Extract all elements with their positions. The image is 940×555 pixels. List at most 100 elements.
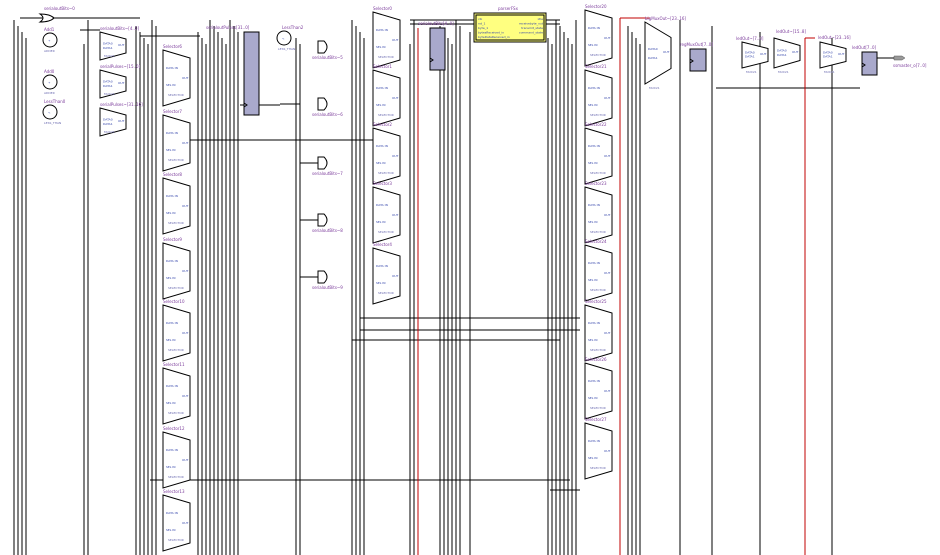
port-label: SEL IN [166, 401, 176, 405]
and-gate: serialoutBits~7 [312, 156, 343, 176]
selector-symbol [162, 49, 191, 107]
port-label: OUT [663, 50, 670, 54]
port-label: DATA1 [103, 84, 113, 88]
register-block [689, 48, 707, 72]
selector-symbol [372, 186, 401, 244]
port-label: SEL IN [588, 396, 598, 400]
state-machine-input: clk [478, 17, 482, 21]
output-pin-label: ssmaster_o[7..0] [893, 63, 927, 68]
port-label: DATA0 [777, 49, 787, 53]
and-gate-symbol [317, 213, 328, 227]
selector-label: Selector2 [373, 122, 392, 127]
and-gate-symbol [317, 97, 328, 111]
selector-label: Selector11 [163, 362, 185, 367]
mux-type: MUX21 [746, 70, 757, 74]
selector-label: Selector26 [585, 357, 607, 362]
selector-symbol [162, 177, 191, 235]
selector-label: Selector6 [163, 44, 182, 49]
selector-type: SELECTOR [378, 113, 394, 117]
selector-symbol [162, 242, 191, 300]
register-label: serialoutPulses[31..0] [206, 25, 250, 30]
output-mux-label: ledOut~[15..8] [776, 29, 806, 34]
port-label: OUT [118, 43, 125, 47]
state-machine-label: parserFSx [498, 6, 519, 11]
clock-input-icon [429, 57, 434, 63]
output-mux-label: ledOut~[23..16] [818, 35, 851, 40]
selector-symbol [584, 362, 613, 420]
port-label: SEL IN [376, 45, 386, 49]
state-machine-output: transmit_state [521, 26, 543, 30]
port-label: SEL IN [588, 278, 598, 282]
selector-label: Selector20 [585, 4, 607, 9]
port-label: SEL IN [376, 281, 386, 285]
selector-label: Selector1 [373, 64, 392, 69]
port-label: SEL IN [376, 220, 386, 224]
port-label: SEL IN [166, 148, 176, 152]
selector-symbol [372, 127, 401, 185]
port-label: OUT [604, 449, 611, 453]
selector-type: SELECTOR [590, 466, 606, 470]
mux-type: MUX21 [649, 86, 660, 90]
selector-type: SELECTOR [590, 348, 606, 352]
port-label: OUT [604, 213, 611, 217]
selector-label: Selector13 [163, 489, 185, 494]
port-label: SEL IN [588, 338, 598, 342]
selector-label: Selector21 [585, 64, 607, 69]
mux-type: MUX21 [104, 54, 115, 58]
mux-symbol [741, 41, 769, 69]
port-label: DATA IN [166, 66, 178, 70]
port-label: DATA1 [103, 122, 113, 126]
adder-type: LESS_THAN [44, 121, 61, 125]
selector-label: Selector8 [163, 172, 182, 177]
selector-type: SELECTOR [590, 406, 606, 410]
selector-label: Selector27 [585, 417, 607, 422]
port-label: DATA IN [588, 321, 600, 325]
mux-type: MUX21 [778, 70, 789, 74]
port-label: OUT [392, 274, 399, 278]
port-label: SEL IN [166, 465, 176, 469]
port-label: SEL IN [166, 338, 176, 342]
adder-label: LessThan2 [282, 25, 304, 30]
port-label: OUT [182, 269, 189, 273]
adder-type: ADDER [44, 91, 55, 95]
port-label: OUT [392, 38, 399, 42]
selector-type: SELECTOR [168, 93, 184, 97]
mux-symbol [644, 21, 672, 85]
selector-type: SELECTOR [590, 113, 606, 117]
adder-operator: < [48, 111, 51, 115]
state-machine-output: command_state [519, 31, 543, 35]
adder-type: ADDER [44, 49, 55, 53]
and-gate: serialoutBits~6 [312, 97, 343, 117]
and-gate-label: serialoutBits~7 [312, 171, 343, 176]
selector-label: Selector7 [163, 109, 182, 114]
port-label: OUT [182, 521, 189, 525]
port-label: OUT [182, 458, 189, 462]
and-gate-label: serialoutBits~9 [312, 285, 343, 290]
selector-label: Selector0 [373, 6, 392, 11]
selector-label: Selector22 [585, 122, 607, 127]
selector-type: SELECTOR [378, 291, 394, 295]
port-label: DATA IN [166, 448, 178, 452]
port-label: OUT [604, 331, 611, 335]
port-label: DATA0 [745, 51, 755, 55]
adder-symbol [42, 32, 58, 48]
port-label: SEL IN [166, 528, 176, 532]
mux-symbol [819, 41, 847, 69]
port-label: OUT [182, 331, 189, 335]
register-label: regMuxOut[7..0] [680, 42, 713, 47]
selector-label: Selector25 [585, 299, 607, 304]
and-gate-symbol [317, 270, 328, 284]
mux-type: MUX21 [104, 130, 115, 134]
register-block [243, 31, 260, 116]
